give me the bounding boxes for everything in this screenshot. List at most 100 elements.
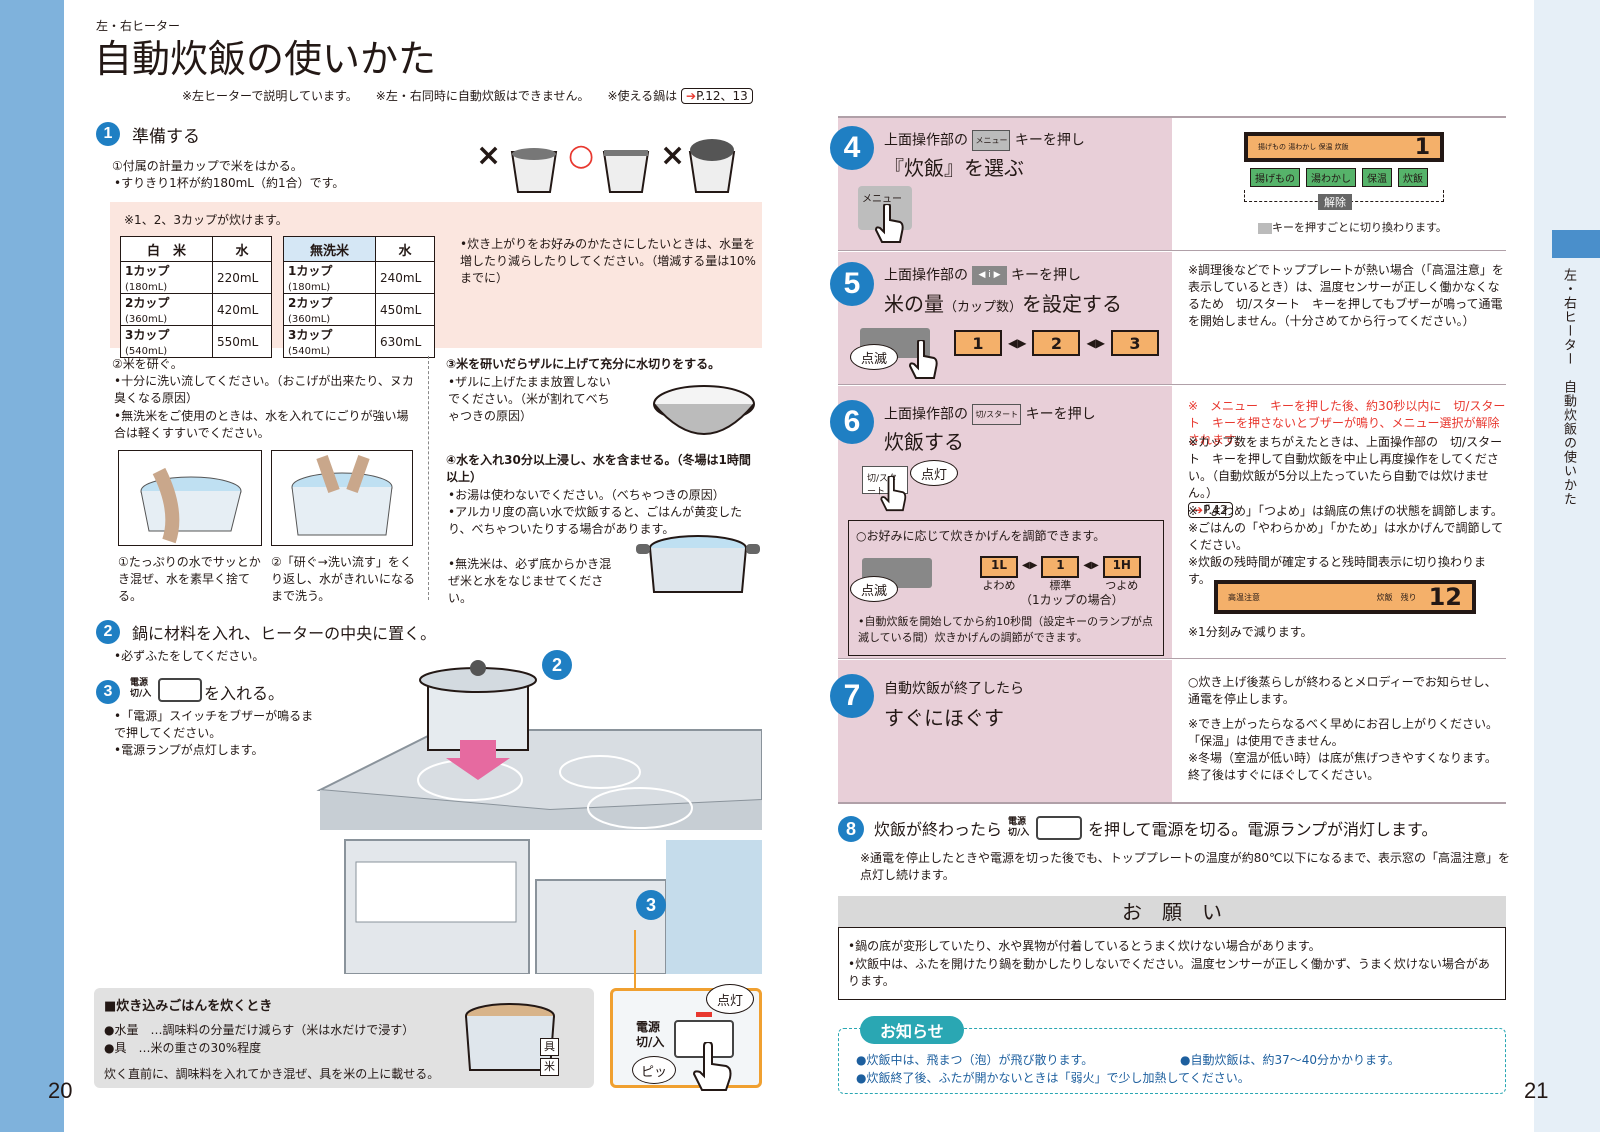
step1-sub4: ④水を入れ30分以上浸し、水を含ませる。（冬場は1時間以上） xyxy=(446,453,751,484)
step6-title-a: 上面操作部の 切/スタート キーを押し xyxy=(884,404,1096,425)
swap-arrow-icon: ◀▶ xyxy=(1008,336,1027,350)
start-key-zoom: 切/スタート xyxy=(862,466,908,497)
menu-display-lcd: 揚げもの 湯わかし 保温 炊飯 1 xyxy=(1244,132,1444,162)
mixed-rice-line1: ●水量 …調味料の分量だけ減らす（米は水だけで浸す） xyxy=(104,1023,415,1037)
top-rule xyxy=(838,116,1506,118)
swap-arrow-icon: ◀▶ xyxy=(1086,336,1105,350)
level-standard-label: 標準 xyxy=(1049,579,1072,592)
table-cell: 630mL xyxy=(375,325,435,358)
arrow-icon: ➔ xyxy=(1193,503,1204,517)
label-kome: 米 xyxy=(540,1058,559,1076)
step8-title-a: 炊飯が終わったら xyxy=(874,820,1003,839)
header-note-3: ※使える鍋は ➔P.12、13 xyxy=(607,88,753,105)
step4-note: キーを押すごとに切り換わります。 xyxy=(1258,220,1447,236)
right-margin-band xyxy=(1534,0,1600,1132)
step5-title-paren: （カップ数） xyxy=(944,300,1023,315)
level-soft-lcd: 1L xyxy=(980,556,1018,578)
wash-illustration-1 xyxy=(118,450,262,546)
menu-key-small-icon xyxy=(1258,222,1272,234)
swap-arrow-icon: ◀▶ xyxy=(1083,560,1099,571)
colander-illustration xyxy=(653,385,755,435)
wash-free-header: 無洗米 xyxy=(283,236,376,262)
wash-illustration-2 xyxy=(271,450,413,546)
header-note-3-text: ※使える鍋は xyxy=(607,89,678,103)
menu-item-rice[interactable]: 炊飯 xyxy=(1398,168,1428,187)
request-line-2: •炊飯中は、ふたを開けたり鍋を動かしたりしないでください。温度センサーが正しく働… xyxy=(848,957,1490,988)
page-ref-text: P.12、13 xyxy=(696,89,748,103)
cup-key-icon: ◀ i ▶ xyxy=(972,266,1007,285)
step3-title: を入れる。 xyxy=(204,684,285,703)
pointing-hand-icon xyxy=(692,1042,732,1091)
step8-number: 8 xyxy=(838,816,864,842)
mixed-rice-line3: 炊く直前に、調味料を入れてかき混ぜ、具を米の上に載せる。 xyxy=(104,1067,440,1081)
firmness-box-note: •自動炊飯を開始してから約10秒間（設定キーのランプが点滅している間）炊きかげん… xyxy=(858,615,1153,644)
step6-note-2: ※カップ数をまちがえたときは、上面操作部の 切/スタート キーを押して自動炊飯を… xyxy=(1188,434,1506,519)
step7-title-a: 自動炊飯が終了したら xyxy=(884,681,1024,697)
menu-item-keep-warm[interactable]: 保温 xyxy=(1362,168,1392,187)
start-key-icon: 切/スタート xyxy=(972,404,1022,425)
step2-title: 鍋に材料を入れ、ヒーターの中央に置く。 xyxy=(132,624,437,643)
menu-item-fry[interactable]: 揚げもの xyxy=(1250,168,1300,187)
menu-key-icon: メニュー xyxy=(972,130,1011,151)
lamp-on-callout: 点灯 xyxy=(706,984,754,1014)
mixed-rice-pot-illustration xyxy=(465,1003,555,1071)
step5-title-main: 米の量 xyxy=(884,292,944,316)
step4-note-text: キーを押すごとに切り換わります。 xyxy=(1272,221,1447,234)
page-kicker: 左・右ヒーター xyxy=(96,19,181,33)
cross-icon-2: × xyxy=(660,138,686,173)
step1-sub3: ③米を研いだらザルに上げて充分に水切りをする。 xyxy=(446,357,721,371)
level-cup-icon xyxy=(602,150,650,193)
table-cell: 1カップ(180mL) xyxy=(120,261,213,294)
level-firm-lcd: 1H xyxy=(1102,556,1141,578)
step6-red-note: ※ メニュー キーを押した後、約30秒以内に 切/スタート キーを押さないとブザ… xyxy=(1188,399,1506,447)
step2-bullet: •必ずふたをしてください。 xyxy=(114,649,265,663)
wash-caption-2: ②「研ぐ→洗い流す」をくり返し、水がきれいになるまで洗う。 xyxy=(271,555,416,603)
start-key-zoom-label: 切/スタート xyxy=(867,474,898,497)
step6-note-4: ※ごはんの「やわらかめ」「かため」は水かげんで調節してください。 xyxy=(1188,521,1504,552)
firmness-box xyxy=(848,520,1164,656)
lcd-digit: 1 xyxy=(1414,134,1430,160)
white-rice-table: 白 米水 1カップ(180mL)220mL 2カップ(360mL)420mL 3… xyxy=(120,236,272,358)
cooktop-illustration xyxy=(316,660,762,974)
table-cell: 450mL xyxy=(375,293,435,326)
menu-item-boil[interactable]: 湯わかし xyxy=(1306,168,1356,187)
page-number-left: 20 xyxy=(48,1078,73,1103)
header-note-2: ※左・右同時に自動炊飯はできません。 xyxy=(375,89,590,103)
step1-sub4-b2: •アルカリ度の高い水で炊飯すると、ごはんが黄変したり、べちゃついたりする場合があ… xyxy=(448,505,743,536)
step6-note-2-text: ※カップ数をまちがえたときは、上面操作部の 切/スタート キーを押して自動炊飯を… xyxy=(1188,435,1503,500)
step1-sub4-b3: •無洗米は、必ず底からかき混ぜ米と水をなじませてください。 xyxy=(448,557,612,605)
lcd-menu-labels: 揚げもの 湯わかし 保温 炊飯 xyxy=(1258,143,1349,151)
callout-3-marker: 3 xyxy=(636,890,666,920)
step6-note-3: ※「よわめ」「つよめ」は鍋底の焦げの状態を調節します。 xyxy=(1188,504,1503,518)
step8-title: 炊飯が終わったら 電源 切/入 を押して電源を切る。電源ランプが消灯します。 xyxy=(874,816,1437,840)
cancel-label: 解除 xyxy=(1318,194,1352,210)
blink-callout-2: 点滅 xyxy=(850,576,898,602)
table-cell: 2カップ(360mL) xyxy=(120,293,213,326)
water-header-2: 水 xyxy=(375,236,435,262)
soak-pot-illustration xyxy=(636,535,760,593)
arrow-icon: ➔ xyxy=(686,89,697,103)
step7-note-2: ※でき上がったらなるべく早めにお召し上がりください。「保温」は使用できません。 xyxy=(1188,717,1499,748)
info-title: お知らせ xyxy=(860,1016,964,1044)
table-cell: 550mL xyxy=(212,325,272,358)
step3-number: 3 xyxy=(96,680,120,704)
power-key-button[interactable] xyxy=(674,1020,734,1058)
table-cell: 220mL xyxy=(212,261,272,294)
page-ref-link-2[interactable]: ➔P.42 xyxy=(1188,502,1233,518)
page-ref-link[interactable]: ➔P.12、13 xyxy=(681,88,753,104)
step8-title-b: を押して電源を切る。電源ランプが消灯します。 xyxy=(1088,820,1438,839)
header-note-1: ※左ヒーターで説明しています。 xyxy=(182,89,358,103)
circle-ok-icon: ○ xyxy=(568,138,595,173)
step8-note: ※通電を停止したときや電源を切った後でも、トッププレートの温度が約80℃以下にな… xyxy=(860,851,1510,882)
power-lamp-indicator xyxy=(696,1012,712,1017)
page-number-right: 21 xyxy=(1524,1078,1549,1103)
pointing-hand-icon xyxy=(908,340,938,379)
rule-6-7 xyxy=(838,658,1506,659)
step1-sub3-b1: •ザルに上げたまま放置しないでください。（米が割れてべちゃつきの原因） xyxy=(448,375,611,423)
table-cell: 2カップ(360mL) xyxy=(283,293,376,326)
table-cell: 3カップ(540mL) xyxy=(283,325,376,358)
step5-title-suffix: キーを押し xyxy=(1010,267,1081,284)
step1-number: 1 xyxy=(96,122,120,146)
step1-sub2-b2: •無洗米をご使用のときは、水を入れてにごりが強い場合は軽くすすいでください。 xyxy=(114,409,409,440)
